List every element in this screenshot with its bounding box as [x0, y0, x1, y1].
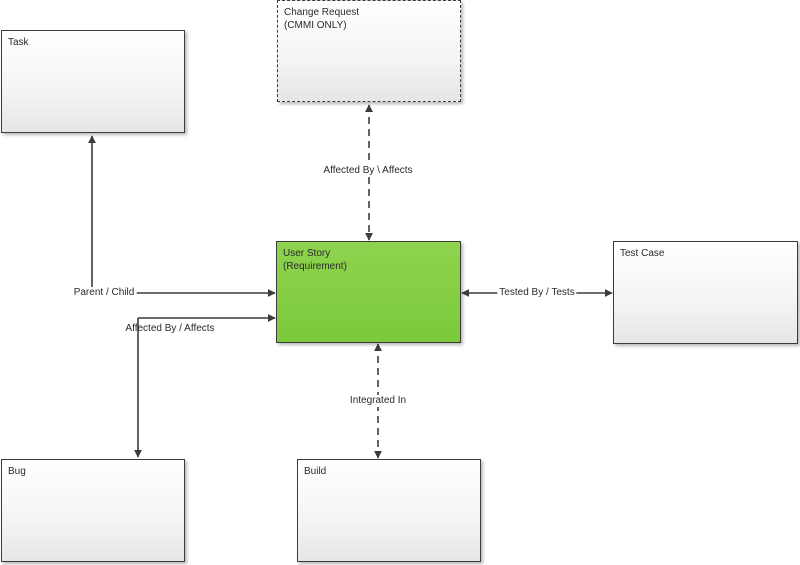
- task-box[interactable]: Task: [1, 30, 185, 133]
- integrated-in-label: Integrated In: [347, 395, 409, 407]
- parent-child-label: Parent / Child: [71, 287, 137, 299]
- tested-by-label: Tested By / Tests: [497, 287, 577, 299]
- change-request-box[interactable]: Change Request (CMMI ONLY): [277, 0, 461, 102]
- test-case-box[interactable]: Test Case: [613, 241, 798, 344]
- test-case-label: Test Case: [620, 248, 665, 259]
- task-label: Task: [8, 37, 29, 48]
- affected-by-change-label: Affected By \ Affects: [321, 165, 415, 177]
- bug-label: Bug: [8, 466, 26, 477]
- build-box[interactable]: Build: [297, 459, 481, 562]
- user-story-label: User Story (Requirement): [283, 248, 347, 272]
- user-story-box[interactable]: User Story (Requirement): [276, 241, 461, 343]
- affected-by-bug-label: Affected By / Affects: [125, 323, 215, 334]
- change-request-label: Change Request (CMMI ONLY): [284, 7, 360, 31]
- bug-box[interactable]: Bug: [1, 459, 185, 562]
- build-label: Build: [304, 466, 327, 477]
